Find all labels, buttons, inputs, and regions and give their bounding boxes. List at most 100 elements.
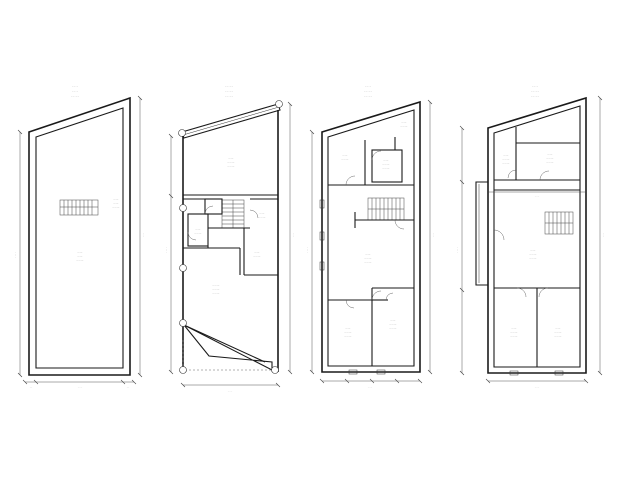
plan-2-column: [179, 366, 187, 374]
plan-4-room-e-line-3: · · · ·: [555, 335, 562, 339]
plan-3-header-line-3: · · · ·: [364, 95, 371, 99]
plan-3-dim-left: · · · ·: [305, 247, 309, 254]
plan-3-room-e-line-2: · · · ·: [345, 331, 352, 335]
plan-3-room-d-line-1: · · ·: [366, 253, 371, 257]
plan-4-room-e-line-1: · · ·: [556, 327, 561, 331]
plan-1-room-b-line-1: · · ·: [78, 251, 83, 255]
plan-3-dim-right: · · ·: [431, 233, 435, 238]
plan-4: · · · · · · · · · · ·: [455, 85, 605, 389]
plan-4-dim-top: · · ·: [535, 194, 540, 198]
plan-4-inner-wall: [493, 105, 581, 368]
plan-3-header-line-1: · · ·: [365, 85, 370, 89]
plan-4-room-b-line-2: · · · ·: [547, 157, 554, 161]
plan-2-header-line-1: · · · ·: [225, 85, 232, 89]
plan-2-column: [179, 319, 187, 327]
plan-3: · · · · · · · · · · ·: [305, 85, 435, 389]
plan-3-dim-bottom: · · ·: [368, 385, 373, 389]
plan-3-outer-wall: [321, 100, 421, 373]
plan-1-dim-bottom-left: · ·: [30, 385, 33, 389]
plan-2-dim-left: · · · ·: [164, 247, 168, 254]
plan-2-room-b-line-1: · · ·: [260, 212, 265, 216]
plan-1-room-b-line-3: · · · ·: [77, 259, 84, 263]
plan-4-header-line-2: · · · ·: [531, 90, 538, 94]
plan-2-column: [275, 100, 283, 108]
plan-4-room-a-line-3: · · · ·: [503, 162, 510, 166]
plan-2-header-line-2: · · · ·: [225, 90, 232, 94]
plan-4-header-line-3: · · · ·: [531, 95, 538, 99]
plan-2-room-b-line-2: · · · ·: [259, 216, 266, 220]
plan-2-dim-bottom: · · ·: [228, 389, 233, 393]
plan-4-room-c-line-2: · · · ·: [530, 253, 537, 257]
plan-1-dimension-lines: [17, 95, 143, 385]
plan-4-room-a-line-2: · · · ·: [503, 158, 510, 162]
plan-3-room-f-line-1: · · ·: [391, 319, 396, 323]
plan-3-inner-wall: [327, 109, 415, 367]
plan-4-dim-right: · · ·: [601, 233, 605, 238]
plan-3-room-b-line-2: · · · ·: [401, 125, 408, 129]
plan-1-dim-right: · · ·: [141, 233, 145, 238]
plan-1-room-a-line-3: · · · ·: [113, 206, 120, 210]
plan-3-room-d-line-3: · · · ·: [365, 261, 372, 265]
plan-1-header-line-3: · · · ·: [71, 95, 78, 99]
plan-4-room-b-line-1: · · ·: [548, 153, 553, 157]
plan-1-header-line-2: · · ·: [72, 90, 77, 94]
plan-4-dim-bottom: · · ·: [535, 385, 540, 389]
plan-3-header-line-2: · · · ·: [364, 90, 371, 94]
plan-4-room-a-line-1: · · ·: [504, 154, 509, 158]
plan-1-inner-wall: [35, 107, 124, 369]
plan-1-room-a-line-2: · · ·: [114, 202, 119, 206]
plan-3-room-a-line-2: · · · ·: [342, 158, 349, 162]
plan-3-room-c-line-3: · · · ·: [383, 167, 390, 171]
plan-2-room-a-line-3: · · · ·: [228, 165, 235, 169]
plan-2-terrace: [183, 324, 273, 371]
plan-3-room-e-line-3: · · · ·: [345, 335, 352, 339]
plan-4-outer-wall: [487, 96, 587, 374]
plan-2-room-e-line-3: · · · ·: [213, 292, 220, 296]
plan-3-room-a-line-1: · · ·: [343, 154, 348, 158]
plan-2-room-e-line-1: · · · ·: [213, 284, 220, 288]
plan-2-room-c-line-1: · · ·: [196, 228, 201, 232]
plan-4-dimension-lines: [459, 95, 603, 384]
plan-2-room-a-line-2: · · · ·: [228, 161, 235, 165]
plan-1-outer-wall: [28, 96, 131, 376]
plan-1-room-b-line-2: · · ·: [78, 255, 83, 259]
plan-4-room-c-line-1: · · ·: [531, 249, 536, 253]
plan-2-dimension-lines: [168, 101, 293, 388]
plan-4-stair: [544, 211, 574, 235]
plan-3-stair: [367, 197, 405, 221]
plan-2-column: [178, 129, 186, 137]
plan-4-header-line-1: · · ·: [532, 85, 537, 89]
plan-2-room-a-line-1: · · ·: [229, 157, 234, 161]
plan-4-dim-left: · · · ·: [455, 247, 459, 254]
plan-2: · · · · · · · · · · · ·: [164, 85, 295, 393]
plan-4-room-d-line-2: · · · ·: [511, 331, 518, 335]
plan-4-room-e-line-2: · · · ·: [555, 331, 562, 335]
plan-2-room-e-line-2: · · · ·: [213, 288, 220, 292]
plan-1-header-line-1: · · ·: [72, 85, 77, 89]
plan-3-room-f-line-3: · · · ·: [390, 327, 397, 331]
plan-2-column: [179, 204, 187, 212]
plan-1-dim-bottom-mid: · · ·: [78, 385, 83, 389]
plan-3-room-e-line-1: · · ·: [346, 327, 351, 331]
plan-3-room-c-line-1: · · ·: [384, 159, 389, 163]
plan-1-room-a-line-1: · · ·: [114, 198, 119, 202]
plan-3-room-c-line-2: · · · ·: [383, 163, 390, 167]
plan-3-dimension-lines: [309, 99, 433, 384]
plan-2-room-d-line-2: · · · ·: [254, 255, 261, 259]
plan-1-dim-left: · · · ·: [13, 252, 17, 259]
plan-4-bay-window: [475, 181, 488, 286]
plan-2-room-c-line-2: · · · ·: [195, 232, 202, 236]
plan-3-room-f-line-2: · · · ·: [390, 323, 397, 327]
plan-1: · · · · · · · · · · · · · · · · · · · · …: [13, 85, 145, 389]
plan-1-stair: [59, 199, 99, 216]
plan-2-dim-right: · · ·: [291, 233, 295, 238]
plan-2-header-line-3: · · · ·: [225, 95, 232, 99]
plan-2-column: [271, 366, 279, 374]
plan-4-room-c-line-3: · · · ·: [530, 257, 537, 261]
plan-2-stair: [221, 199, 245, 229]
plan-4-room-d-line-3: · · · ·: [511, 335, 518, 339]
plan-2-room-d-line-1: · · ·: [255, 251, 260, 255]
plan-3-room-d-line-2: · · · ·: [365, 257, 372, 261]
plan-4-room-d-line-1: · · ·: [512, 327, 517, 331]
